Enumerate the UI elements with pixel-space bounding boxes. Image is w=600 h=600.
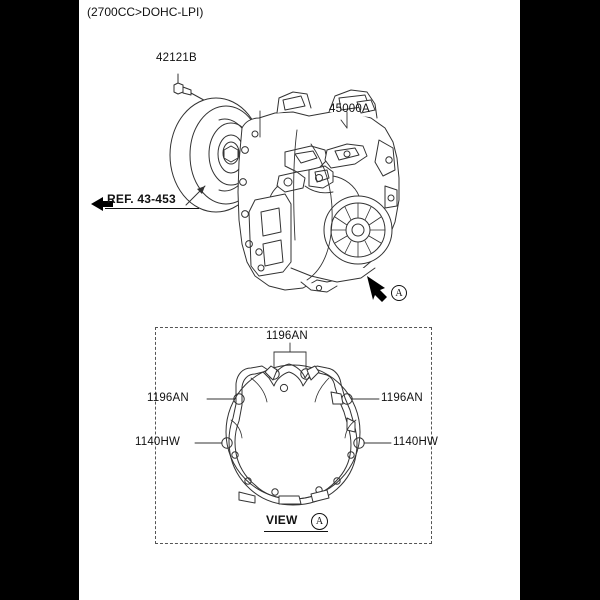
right-margin-bar: [520, 0, 600, 600]
view-a-marker: A: [391, 285, 407, 301]
transaxle-case: [237, 89, 400, 293]
reference-underline: [105, 208, 199, 209]
callout-label-right-1196AN: 1196AN: [381, 392, 423, 404]
page-title: (2700CC>DOHC-LPI): [87, 5, 204, 19]
reference-label: REF. 43-453: [107, 192, 176, 206]
view-a-arrow: [367, 276, 387, 302]
callout-label-top-1196AN: 1196AN: [266, 330, 308, 342]
transaxle-case-gasket: [221, 363, 365, 506]
callout-label-left-1196AN: 1196AN: [147, 392, 189, 404]
view-a-caption-underline: [264, 531, 328, 532]
view-a-caption-marker: A: [311, 513, 328, 530]
callout-label-right-1140HW: 1140HW: [393, 436, 439, 448]
ref-direction-arrow: [91, 197, 113, 211]
gasket-artwork: [194, 342, 392, 506]
callout-label-42121B: 42121B: [156, 52, 197, 64]
leader-top-1196AN: [273, 342, 307, 369]
view-a-dashed-box: [155, 327, 432, 544]
view-a-caption: VIEW: [266, 513, 298, 527]
assembly-artwork: [91, 73, 400, 302]
diagram-canvas: (2700CC>DOHC-LPI): [79, 0, 520, 600]
callout-label-45000A: 45000A: [329, 103, 370, 115]
callout-label-left-1140HW: 1140HW: [135, 436, 181, 448]
left-margin-bar: [0, 0, 79, 600]
